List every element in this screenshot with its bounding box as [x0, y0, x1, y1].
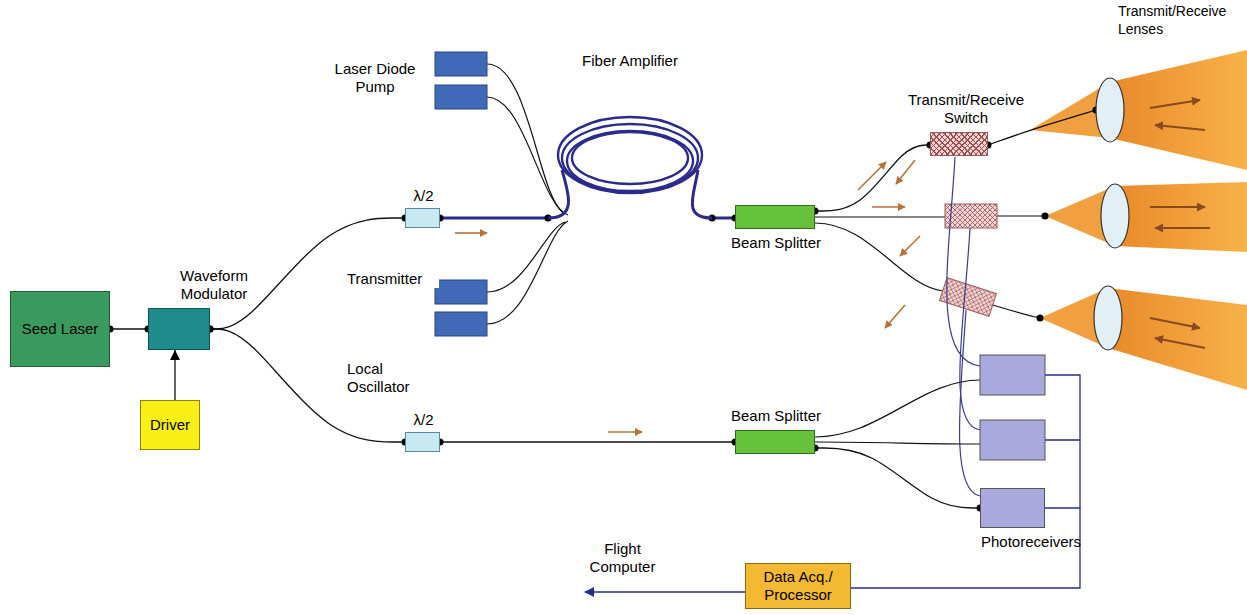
laser-beam [1115, 182, 1247, 252]
fiber [815, 380, 980, 437]
beam-arrow [1150, 206, 1205, 208]
pump-diode [435, 52, 487, 76]
connector-label: Local Oscillator [345, 360, 427, 396]
coil-winding [558, 117, 702, 193]
waveplate: λ/2 [405, 432, 440, 452]
label-text: Flight Computer [580, 540, 665, 576]
fiber [815, 442, 980, 444]
laser-beam [1110, 50, 1247, 170]
photoreceiver [980, 420, 1045, 460]
tr-switch: Transmit/Receive Switch [930, 132, 988, 156]
component-label: λ/2 [401, 187, 446, 205]
lens [1094, 286, 1122, 350]
receive-fiber [947, 157, 980, 366]
direction-arrow [608, 431, 642, 433]
pump-diode [435, 85, 487, 109]
pump-fiber [487, 97, 568, 215]
coil-winding [562, 124, 698, 192]
fiber-connector [440, 441, 735, 442]
direction-arrow [900, 236, 920, 256]
direction-arrow [455, 232, 487, 234]
fiber-lead [548, 170, 712, 218]
photoreceiver [980, 355, 1045, 395]
direction-arrow [858, 162, 886, 190]
fiber-connector [815, 145, 930, 211]
laser-beam [1108, 288, 1247, 390]
fiber [997, 215, 1045, 216]
pump-diode [435, 280, 487, 304]
coil-winding [567, 131, 693, 191]
direction-arrow [872, 206, 905, 208]
output-label: Flight Computer [580, 540, 665, 576]
lens [1096, 78, 1124, 142]
signal-bus [1045, 375, 1080, 508]
beam-arrow [1155, 125, 1205, 130]
direction-arrow [896, 160, 915, 184]
lens [1101, 184, 1129, 248]
receive-fiber [960, 228, 980, 430]
beam-splitter: Beam Splitter [735, 205, 815, 229]
component-label: Beam Splitter [731, 234, 861, 252]
coil-outline [548, 100, 712, 222]
fiber-joint [1037, 315, 1044, 322]
pump-fiber [487, 64, 565, 214]
component-label: Transmit/Receive Lenses [1118, 2, 1240, 38]
box-label: Seed Laser [22, 320, 99, 338]
component-label: λ/2 [401, 411, 446, 429]
pump-diode [435, 312, 487, 336]
processor-box: Data Acq./ Processor [745, 563, 851, 609]
modulator-box: Waveform Modulator [148, 308, 210, 350]
driver-box: Driver [140, 400, 200, 450]
component-label: Photoreceivers [981, 533, 1111, 551]
fiber-amplifier: Fiber Amplifier [548, 100, 712, 222]
box-label: Data Acq./ Processor [758, 568, 838, 604]
component-label: Waveform Modulator [159, 267, 269, 303]
fiber [815, 223, 943, 291]
beam-arrow [1150, 100, 1200, 108]
component-label: Transmit/Receive Switch [901, 91, 1031, 127]
component-label: Beam Splitter [731, 407, 861, 425]
fiber-connector [110, 328, 148, 329]
coil-winding [572, 132, 688, 184]
fiber [815, 216, 945, 217]
fiber-connector [988, 110, 1096, 145]
beam-arrow [1155, 338, 1205, 348]
laser-box: Seed Laser [10, 291, 110, 367]
lens-outline [1096, 78, 1124, 142]
fiber-connector [815, 448, 980, 508]
fiber-connector [174, 350, 175, 400]
pump-fiber [487, 221, 568, 324]
connector-label: Transmitter [345, 270, 439, 288]
fiber-joint [1042, 213, 1049, 220]
photoreceiver: Photoreceivers [980, 488, 1045, 528]
beam-arrow [1150, 318, 1200, 328]
switch [945, 204, 997, 228]
output-arrow [585, 591, 745, 592]
waveplate: λ/2 [405, 208, 440, 228]
direction-arrow [885, 305, 905, 328]
component-label: Fiber Amplifier [548, 52, 712, 70]
beam-splitter: Beam Splitter [735, 430, 815, 454]
lens: Transmit/Receive Lenses [1096, 78, 1124, 142]
fiber-connector [440, 217, 548, 220]
beam-arrow [1155, 227, 1210, 229]
box-label: Driver [150, 416, 190, 434]
fiber [993, 305, 1040, 318]
receive-fiber [959, 310, 980, 496]
label-text: Laser Diode Pump [325, 60, 425, 96]
pump-fiber [487, 222, 565, 292]
component-label: Laser Diode Pump [325, 60, 425, 96]
